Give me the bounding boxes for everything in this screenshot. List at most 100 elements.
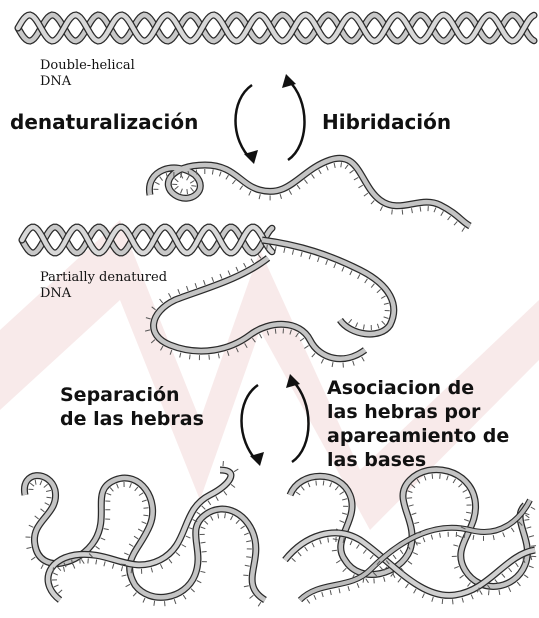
base-tick — [289, 190, 291, 194]
base-tick — [197, 581, 202, 583]
base-tick — [187, 286, 189, 291]
base-tick — [362, 357, 365, 361]
base-tick — [121, 564, 126, 565]
base-tick — [260, 334, 262, 338]
base-tick — [370, 555, 373, 559]
base-tick — [499, 590, 500, 595]
base-tick — [371, 284, 374, 288]
base-tick — [462, 598, 463, 603]
base-tick — [349, 319, 352, 323]
base-tick — [81, 559, 84, 563]
double-helical-dna-label: DNA — [40, 74, 71, 89]
base-tick — [531, 507, 535, 510]
base-tick — [328, 538, 329, 543]
base-tick — [493, 535, 494, 540]
hibridacion-label: Hibridación — [322, 110, 451, 134]
base-tick — [216, 496, 219, 500]
double-helix-partial — [22, 227, 272, 253]
base-tick — [342, 499, 347, 500]
base-tick — [489, 590, 490, 595]
base-tick — [307, 599, 310, 603]
base-tick — [101, 538, 106, 540]
base-tick — [440, 533, 441, 538]
base-tick — [442, 599, 443, 604]
base-tick — [231, 484, 235, 487]
base-tick — [275, 246, 276, 251]
base-tick — [525, 513, 530, 515]
base-tick — [363, 325, 364, 330]
base-tick — [366, 579, 369, 583]
base-tick — [292, 250, 293, 255]
base-tick — [133, 593, 136, 597]
base-tick — [58, 590, 62, 593]
single-strand-upper — [149, 158, 470, 231]
base-tick — [363, 550, 366, 554]
arrow-up-icon — [282, 74, 305, 160]
base-tick — [298, 552, 301, 556]
base-tick — [316, 481, 317, 486]
base-tick — [332, 550, 337, 551]
base-tick — [423, 537, 425, 542]
base-tick — [201, 542, 206, 543]
base-tick — [234, 469, 238, 472]
base-tick — [195, 283, 197, 288]
base-tick — [414, 589, 417, 593]
base-tick — [58, 567, 61, 571]
base-tick — [151, 568, 152, 573]
base-tick — [41, 509, 45, 512]
base-tick — [432, 474, 433, 479]
base-tick — [434, 208, 436, 213]
base-tick — [154, 601, 155, 606]
base-tick — [246, 557, 251, 558]
base-tick — [334, 163, 335, 168]
base-tick — [322, 592, 323, 597]
base-tick — [457, 535, 462, 537]
base-tick — [225, 513, 226, 518]
base-tick — [197, 512, 201, 515]
base-tick — [314, 595, 316, 600]
base-tick — [463, 490, 467, 493]
base-tick — [160, 177, 163, 181]
base-tick — [412, 513, 417, 515]
base-tick — [244, 586, 249, 587]
base-tick — [431, 535, 432, 540]
base-tick — [191, 188, 194, 192]
base-tick — [280, 194, 281, 199]
base-tick — [160, 564, 162, 569]
base-tick — [524, 520, 529, 521]
base-tick — [380, 206, 382, 211]
base-tick — [381, 296, 385, 299]
base-tick — [318, 257, 320, 262]
base-tick — [112, 564, 113, 569]
base-tick — [187, 189, 188, 194]
single-strand-tangle-right — [285, 470, 536, 605]
base-tick — [218, 513, 219, 518]
base-tick — [377, 289, 381, 292]
base-tick — [165, 601, 166, 606]
base-tick — [218, 353, 219, 358]
base-tick — [377, 324, 379, 329]
base-tick — [309, 254, 311, 259]
base-tick — [142, 522, 147, 524]
partially-denatured-dna-label: DNA — [40, 286, 71, 301]
base-tick — [422, 593, 424, 598]
base-tick — [414, 522, 419, 523]
base-tick — [503, 532, 505, 537]
base-tick — [320, 540, 322, 545]
base-tick — [246, 541, 251, 542]
base-tick — [323, 481, 324, 486]
base-tick — [371, 200, 374, 204]
base-tick — [187, 176, 190, 180]
base-tick — [304, 346, 308, 349]
base-tick — [249, 191, 251, 196]
base-tick — [201, 527, 206, 529]
base-tick — [345, 165, 348, 169]
base-tick — [511, 528, 514, 532]
base-tick — [228, 271, 230, 276]
base-tick — [296, 492, 300, 495]
base-tick — [308, 483, 310, 488]
base-tick — [326, 166, 328, 171]
base-tick — [64, 567, 65, 572]
base-tick — [191, 589, 195, 592]
